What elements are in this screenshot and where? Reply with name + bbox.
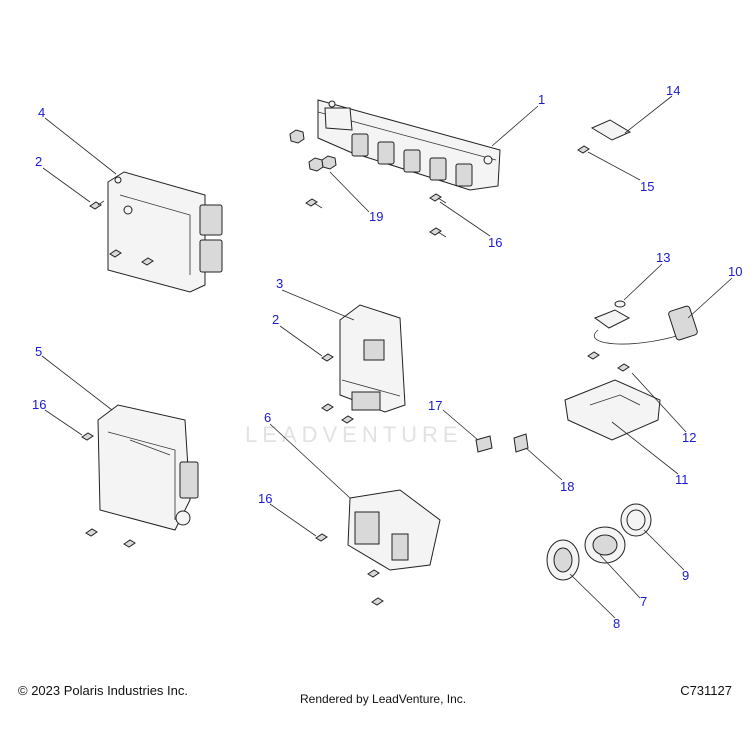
- callout-19[interactable]: 19: [369, 209, 383, 224]
- watermark: LEADVENTURE: [245, 422, 463, 447]
- control-module-part[interactable]: [339, 304, 406, 413]
- callout-17[interactable]: 17: [428, 398, 442, 413]
- callout-6[interactable]: 6: [264, 410, 271, 425]
- callout-16-upper[interactable]: 16: [488, 235, 502, 250]
- power-outlet-part[interactable]: [584, 526, 626, 564]
- bolt-part[interactable]: [305, 193, 447, 238]
- leader-lines: [41, 95, 733, 619]
- mounting-bracket-part[interactable]: [564, 379, 661, 441]
- callout-14[interactable]: 14: [666, 83, 680, 98]
- module-part-six[interactable]: [347, 489, 441, 571]
- bolt-part[interactable]: [81, 432, 136, 548]
- outlet-cap-part[interactable]: [546, 539, 580, 581]
- small-bracket-part[interactable]: [590, 119, 632, 141]
- nut-part[interactable]: [289, 129, 337, 172]
- callout-16-left[interactable]: 16: [32, 397, 46, 412]
- callout-4[interactable]: 4: [38, 105, 45, 120]
- outlet-nut-part[interactable]: [620, 503, 652, 537]
- ecu-module-part-lower[interactable]: [97, 404, 199, 531]
- callout-8[interactable]: 8: [613, 616, 620, 631]
- callouts: 1 2 2 3 4 5 6 7 8 9 10 11 12 13 14 15 16…: [32, 83, 742, 631]
- callout-15[interactable]: 15: [640, 179, 654, 194]
- screw-part[interactable]: [577, 145, 590, 154]
- drawing-id-text: C731127: [680, 683, 732, 698]
- bolt-part[interactable]: [321, 353, 354, 424]
- callout-2-center[interactable]: 2: [272, 312, 279, 327]
- callout-13[interactable]: 13: [656, 250, 670, 265]
- bolt-part[interactable]: [587, 351, 630, 372]
- callout-12[interactable]: 12: [682, 430, 696, 445]
- callout-1[interactable]: 1: [538, 92, 545, 107]
- callout-11[interactable]: 11: [675, 472, 689, 487]
- callout-5[interactable]: 5: [35, 344, 42, 359]
- relay-bracket-part[interactable]: [317, 99, 501, 191]
- callout-16-lower[interactable]: 16: [258, 491, 272, 506]
- rendered-by-text: Rendered by LeadVenture, Inc.: [300, 692, 467, 706]
- callout-7[interactable]: 7: [640, 594, 647, 609]
- ecu-module-part[interactable]: [107, 171, 223, 293]
- clip-part[interactable]: [475, 433, 529, 453]
- washer-part[interactable]: [614, 300, 626, 308]
- callout-3[interactable]: 3: [276, 276, 283, 291]
- callout-18[interactable]: 18: [560, 479, 574, 494]
- bolt-part[interactable]: [315, 533, 384, 606]
- copyright-text: © 2023 Polaris Industries Inc.: [18, 683, 188, 698]
- callout-10[interactable]: 10: [728, 264, 742, 279]
- callout-9[interactable]: 9: [682, 568, 689, 583]
- sensor-harness-part[interactable]: [593, 305, 698, 345]
- bolt-part[interactable]: [89, 200, 154, 266]
- callout-2-upper[interactable]: 2: [35, 154, 42, 169]
